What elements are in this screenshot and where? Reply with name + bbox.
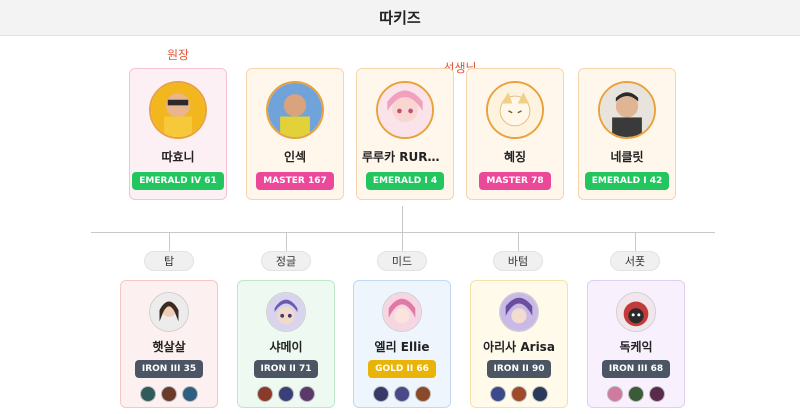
leader-group-label: 원장 xyxy=(166,48,190,62)
teacher-card[interactable]: 혜징 MASTER 78 xyxy=(466,68,564,200)
rank-badge: IRON II 90 xyxy=(486,360,552,378)
avatar xyxy=(598,81,656,139)
champion-icon xyxy=(607,386,623,402)
teacher-card[interactable]: 인섹 MASTER 167 xyxy=(246,68,344,200)
avatar xyxy=(616,292,656,332)
connector-branch xyxy=(169,232,170,251)
teacher-card[interactable]: 루루카 RURUKA EMERALD I 4 xyxy=(356,68,454,200)
avatar xyxy=(382,292,422,332)
avatar xyxy=(499,292,539,332)
student-card[interactable]: 독케익 IRON III 68 xyxy=(587,280,685,408)
champion-icon xyxy=(257,386,273,402)
member-name: 독케익 xyxy=(619,340,653,354)
connector-branch xyxy=(518,232,519,251)
champion-icon xyxy=(490,386,506,402)
rank-badge: EMERALD I 42 xyxy=(584,172,670,190)
rank-badge: EMERALD IV 61 xyxy=(132,172,224,190)
champion-list xyxy=(140,386,198,402)
champion-icon xyxy=(182,386,198,402)
champion-list xyxy=(373,386,431,402)
rank-badge: EMERALD I 4 xyxy=(365,172,445,190)
champion-icon xyxy=(140,386,156,402)
champion-icon xyxy=(649,386,665,402)
champion-icon xyxy=(161,386,177,402)
avatar xyxy=(149,292,189,332)
champion-list xyxy=(490,386,548,402)
connector-horizontal xyxy=(91,232,715,233)
lane-label-jungle: 정글 xyxy=(261,251,311,271)
champion-icon xyxy=(373,386,389,402)
champion-icon xyxy=(532,386,548,402)
champion-icon xyxy=(299,386,315,402)
champion-icon xyxy=(511,386,527,402)
member-name: 따효니 xyxy=(161,150,195,164)
avatar xyxy=(376,81,434,139)
avatar xyxy=(486,81,544,139)
rank-badge: IRON III 35 xyxy=(134,360,204,378)
member-name: 인섹 xyxy=(283,150,307,164)
leader-card[interactable]: 따효니 EMERALD IV 61 xyxy=(129,68,227,200)
member-name: 루루카 RURUKA xyxy=(362,150,448,164)
champion-icon xyxy=(628,386,644,402)
rank-badge: IRON II 71 xyxy=(253,360,319,378)
champion-list xyxy=(607,386,665,402)
connector-vertical xyxy=(402,206,403,232)
champion-icon xyxy=(394,386,410,402)
avatar xyxy=(266,292,306,332)
rank-badge: MASTER 78 xyxy=(479,172,551,190)
connector-branch xyxy=(402,232,403,251)
champion-list xyxy=(257,386,315,402)
teacher-card[interactable]: 네클릿 EMERALD I 42 xyxy=(578,68,676,200)
lane-label-support: 서폿 xyxy=(610,251,660,271)
member-name: 네클릿 xyxy=(610,150,644,164)
lane-label-top: 탑 xyxy=(144,251,194,271)
student-card[interactable]: 샤메이 IRON II 71 xyxy=(237,280,335,408)
member-name: 엘리 Ellie xyxy=(374,340,430,354)
member-name: 혜징 xyxy=(503,150,527,164)
rank-badge: IRON III 68 xyxy=(601,360,671,378)
connector-branch xyxy=(635,232,636,251)
member-name: 아리사 Arisa xyxy=(483,340,555,354)
student-card[interactable]: 아리사 Arisa IRON II 90 xyxy=(470,280,568,408)
member-name: 샤메이 xyxy=(269,340,303,354)
page-title: 따키즈 xyxy=(379,9,421,27)
lane-label-bottom: 바텀 xyxy=(493,251,543,271)
avatar xyxy=(266,81,324,139)
connector-branch xyxy=(286,232,287,251)
rank-badge: MASTER 167 xyxy=(256,172,334,190)
lane-label-mid: 미드 xyxy=(377,251,427,271)
rank-badge: GOLD II 66 xyxy=(368,360,436,378)
avatar xyxy=(149,81,207,139)
member-name: 햇살살 xyxy=(152,340,186,354)
student-card[interactable]: 엘리 Ellie GOLD II 66 xyxy=(353,280,451,408)
student-card[interactable]: 햇살살 IRON III 35 xyxy=(120,280,218,408)
page-header: 따키즈 xyxy=(0,0,800,36)
champion-icon xyxy=(278,386,294,402)
champion-icon xyxy=(415,386,431,402)
